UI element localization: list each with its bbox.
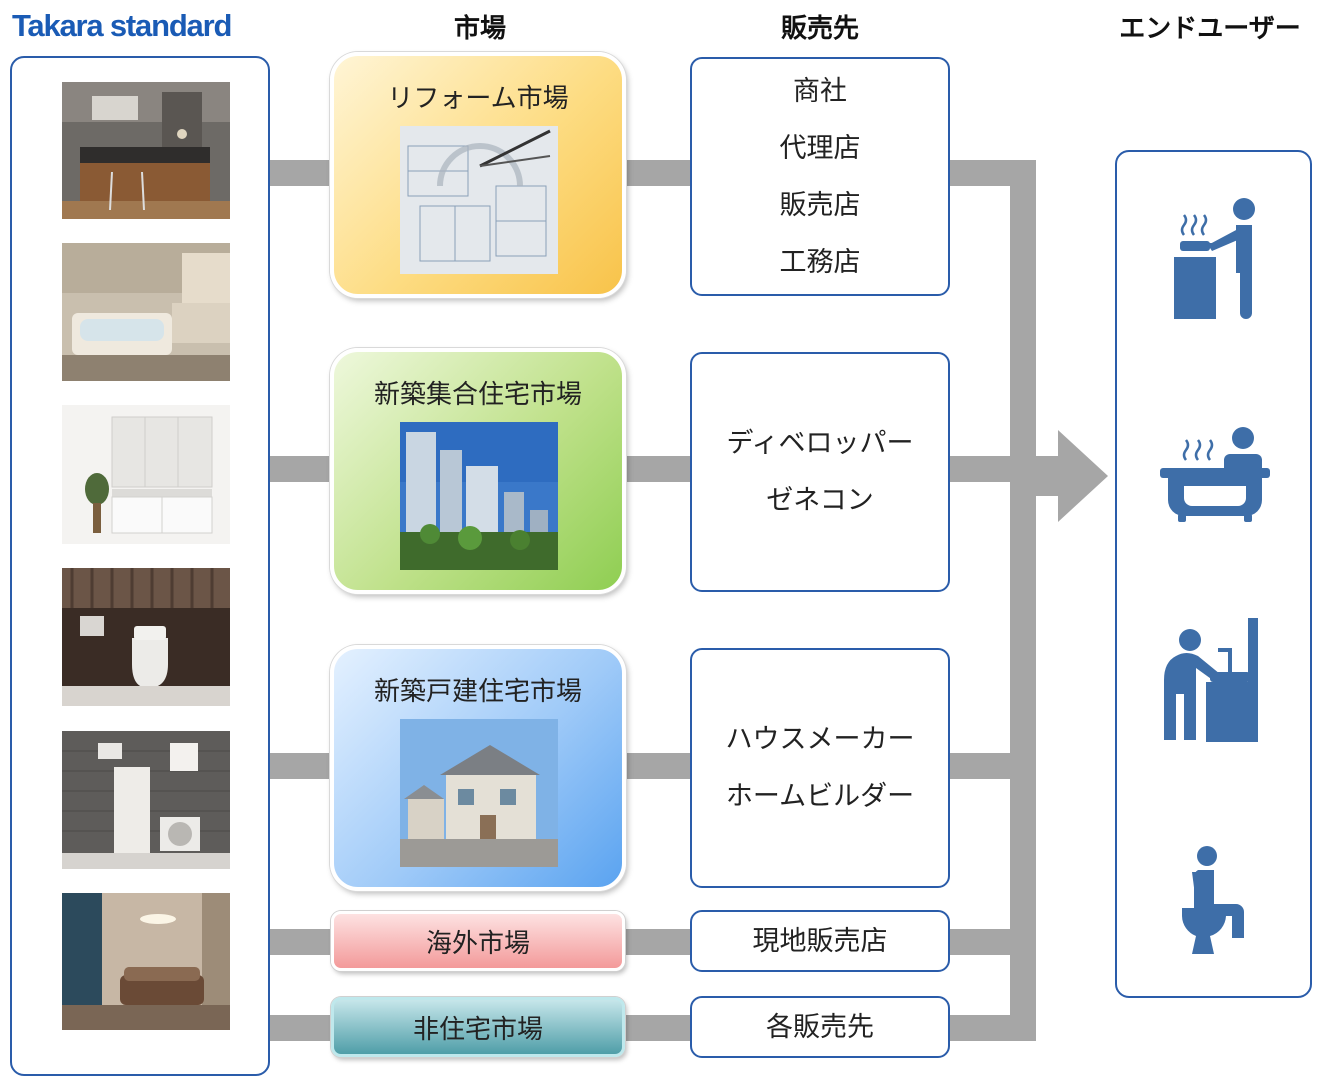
seller-item: ゼネコン	[766, 485, 874, 516]
connector-product-reform	[268, 160, 332, 186]
connector-product-nonres	[268, 1015, 332, 1041]
connector-product-house	[268, 753, 332, 779]
cooking-person-icon	[1174, 198, 1255, 319]
washing-person-icon	[1164, 618, 1258, 742]
arrow-head	[1058, 430, 1108, 522]
kitchen-photo	[62, 82, 230, 219]
seller-overseas: 現地販売店	[690, 910, 950, 972]
seller-column-header: 販売先	[780, 14, 859, 44]
connector-reform-seller	[624, 160, 692, 186]
living-room-photo	[62, 893, 230, 1030]
market-new-apartment: 新築集合住宅市場	[330, 348, 626, 594]
market-reform-label: リフォーム市場	[387, 84, 569, 114]
connector-product-apartment	[268, 456, 332, 482]
seller-item: 販売店	[779, 189, 861, 221]
seller-new-apartment: ディベロッパー ゼネコン	[690, 352, 950, 592]
toilet-photo	[62, 568, 230, 706]
detached-house-photo	[400, 719, 558, 867]
seller-item: ディベロッパー	[726, 428, 914, 459]
connector-trunk	[1010, 160, 1036, 1041]
seller-item: 商社	[793, 75, 847, 107]
arrow-shaft	[1036, 456, 1060, 496]
market-new-house: 新築戸建住宅市場	[330, 645, 626, 891]
seller-item: 各販売先	[766, 1011, 874, 1043]
seller-item: 工務店	[779, 246, 861, 278]
bathroom-photo	[62, 243, 230, 381]
tower-buildings-photo	[400, 422, 558, 570]
seller-item: ホームビルダー	[725, 781, 915, 812]
seller-item: 現地販売店	[752, 925, 888, 957]
connector-apartment-seller	[624, 456, 692, 482]
seller-item: ハウスメーカー	[725, 724, 915, 755]
connector-nonres-seller	[624, 1015, 692, 1041]
enduser-column-header: エンドユーザー	[1119, 14, 1301, 44]
market-new-house-label: 新築戸建住宅市場	[373, 677, 582, 707]
bathing-person-icon	[1160, 427, 1270, 522]
seller-reform: 商社 代理店 販売店 工務店	[690, 57, 950, 296]
seller-new-house: ハウスメーカー ホームビルダー	[690, 648, 950, 888]
seller-item: 代理店	[779, 132, 861, 164]
seller-non-residential: 各販売先	[690, 996, 950, 1058]
market-new-apartment-label: 新築集合住宅市場	[373, 380, 582, 410]
connector-overseas-seller	[624, 929, 692, 955]
company-logo: Takara standard	[12, 8, 232, 43]
toilet-person-icon	[1182, 846, 1244, 954]
market-non-residential: 非住宅市場	[331, 997, 625, 1057]
market-column-header: 市場	[453, 14, 506, 44]
blueprint-photo	[400, 126, 558, 274]
market-reform: リフォーム市場	[330, 52, 626, 298]
washroom-vanity-photo	[62, 405, 230, 544]
connector-house-seller	[624, 753, 692, 779]
connector-product-overseas	[268, 929, 332, 955]
water-heater-photo	[62, 731, 230, 869]
market-overseas: 海外市場	[331, 911, 625, 971]
